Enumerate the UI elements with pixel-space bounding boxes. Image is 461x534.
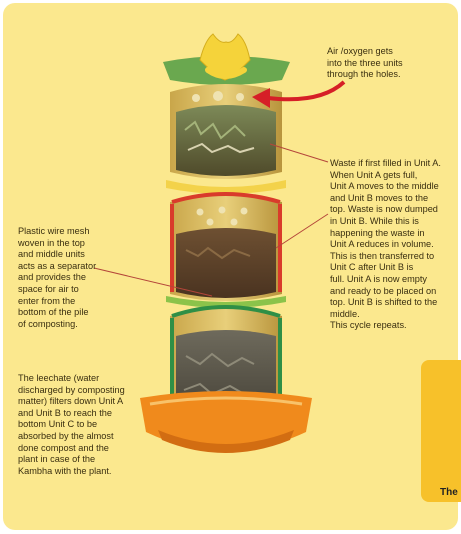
- waste-note-line: top. Unit B is shifted to the: [330, 297, 438, 308]
- leader-mesh: [93, 267, 213, 297]
- leechate-note: The leechate (water discharged by compos…: [18, 373, 158, 477]
- mesh-note-line: acts as a separator: [18, 260, 97, 271]
- leechate-note-line: matter) filters down Unit A: [18, 396, 124, 407]
- waste-note-line: full. Unit A is now empty: [330, 273, 428, 284]
- mesh-note-line: of composting.: [18, 318, 78, 329]
- mesh-note-line: space for air to: [18, 283, 79, 294]
- waste-note-line: This cycle repeats.: [330, 320, 407, 331]
- air-arrow: [267, 80, 346, 102]
- waste-note-line: and ready to be placed on: [330, 285, 437, 296]
- base-ring: [140, 391, 312, 453]
- waste-note-line: and Unit B moves to the: [330, 192, 429, 203]
- mesh-note-line: woven in the top: [18, 237, 85, 248]
- air-note-line: through the holes.: [327, 69, 401, 80]
- mesh-note-line: enter from the: [18, 295, 76, 306]
- leechate-note-line: plant in case of the: [18, 454, 96, 465]
- waste-note-line: happening the waste in: [330, 227, 425, 238]
- waste-note-line: This is then transferred to: [330, 250, 435, 261]
- leechate-note-line: absorbed by the almost: [18, 430, 114, 441]
- waste-note-line: Waste if first filled in Unit A.: [330, 158, 441, 168]
- leechate-note-line: bottom Unit C to be: [18, 419, 98, 430]
- lid: [163, 33, 290, 85]
- mesh-note-line: and middle units: [18, 249, 85, 260]
- waste-note-line: Unit A reduces in volume.: [330, 239, 434, 250]
- leechate-note-line: The leechate (water: [18, 373, 100, 383]
- waste-note-line: middle.: [330, 308, 360, 319]
- air-note-line: into the three units: [327, 57, 403, 68]
- side-tab: [421, 360, 461, 502]
- side-tab-label: The: [440, 487, 458, 498]
- mesh-note: Plastic wire mesh woven in the top and m…: [18, 226, 148, 330]
- leechate-note-line: and Unit B to reach the: [18, 407, 112, 418]
- air-arrow-head: [252, 88, 270, 108]
- leader-waste: [269, 143, 329, 163]
- leechate-note-line: Kambha with the plant.: [18, 465, 112, 476]
- waste-note-line: Unit A moves to the middle: [330, 181, 439, 192]
- leechate-note-line: discharged by composting: [18, 384, 125, 395]
- mesh-note-line: and provides the: [18, 272, 86, 283]
- waste-note: Waste if first filled in Unit A. When Un…: [330, 158, 455, 332]
- waste-note-line: top. Waste is now dumped: [330, 204, 438, 215]
- unit-a: [166, 84, 286, 194]
- air-note-line: Air /oxygen gets: [327, 46, 393, 56]
- waste-note-line: When Unit A gets full,: [330, 169, 418, 180]
- air-note: Air /oxygen gets into the three units th…: [327, 46, 452, 81]
- waste-note-line: Unit C after Unit B is: [330, 262, 414, 273]
- unit-b: [166, 192, 286, 308]
- leader-waste-2: [275, 213, 329, 249]
- waste-note-line: in Unit B. While this is: [330, 215, 419, 226]
- leechate-note-line: done compost and the: [18, 442, 109, 453]
- mesh-note-line: bottom of the pile: [18, 307, 89, 318]
- mesh-note-line: Plastic wire mesh: [18, 226, 90, 236]
